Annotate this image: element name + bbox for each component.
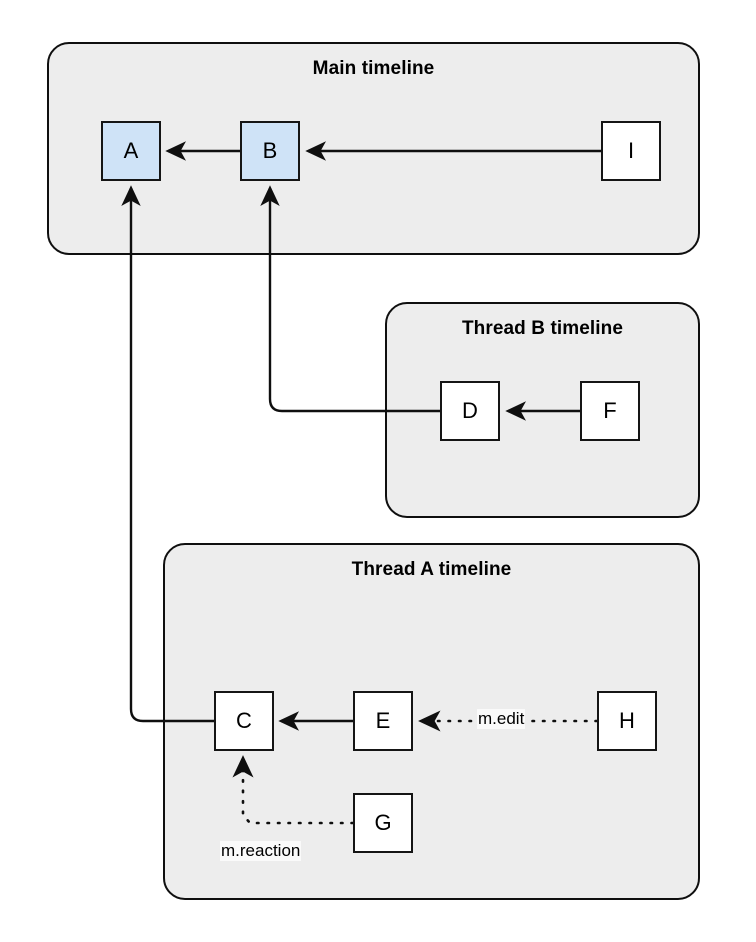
group-title-thread-b-timeline: Thread B timeline [461, 318, 624, 339]
node-e[interactable]: E [353, 691, 413, 751]
edge-label-m-edit: m.edit [477, 709, 526, 729]
edge-label-m-reaction: m.reaction [220, 841, 302, 861]
node-g[interactable]: G [353, 793, 413, 853]
node-e-label: E [375, 708, 391, 733]
node-g-label: G [374, 810, 392, 835]
node-i-label: I [627, 138, 635, 163]
node-h-label: H [619, 708, 635, 733]
node-c-label: C [236, 708, 252, 733]
node-c[interactable]: C [214, 691, 274, 751]
group-title-main-timeline: Main timeline [312, 58, 435, 79]
node-b[interactable]: B [240, 121, 300, 181]
node-a[interactable]: A [101, 121, 161, 181]
node-f[interactable]: F [580, 381, 640, 441]
node-a-label: A [123, 138, 139, 163]
node-h[interactable]: H [597, 691, 657, 751]
node-b-label: B [262, 138, 278, 163]
edge-c-to-a [121, 185, 214, 723]
edge-g-to-c-m-reaction [232, 755, 355, 825]
edge-d-to-b [260, 185, 440, 413]
node-f-label: F [603, 398, 617, 423]
node-i[interactable]: I [601, 121, 661, 181]
node-d-label: D [462, 398, 478, 423]
group-title-thread-a-timeline: Thread A timeline [351, 559, 512, 580]
node-d[interactable]: D [440, 381, 500, 441]
